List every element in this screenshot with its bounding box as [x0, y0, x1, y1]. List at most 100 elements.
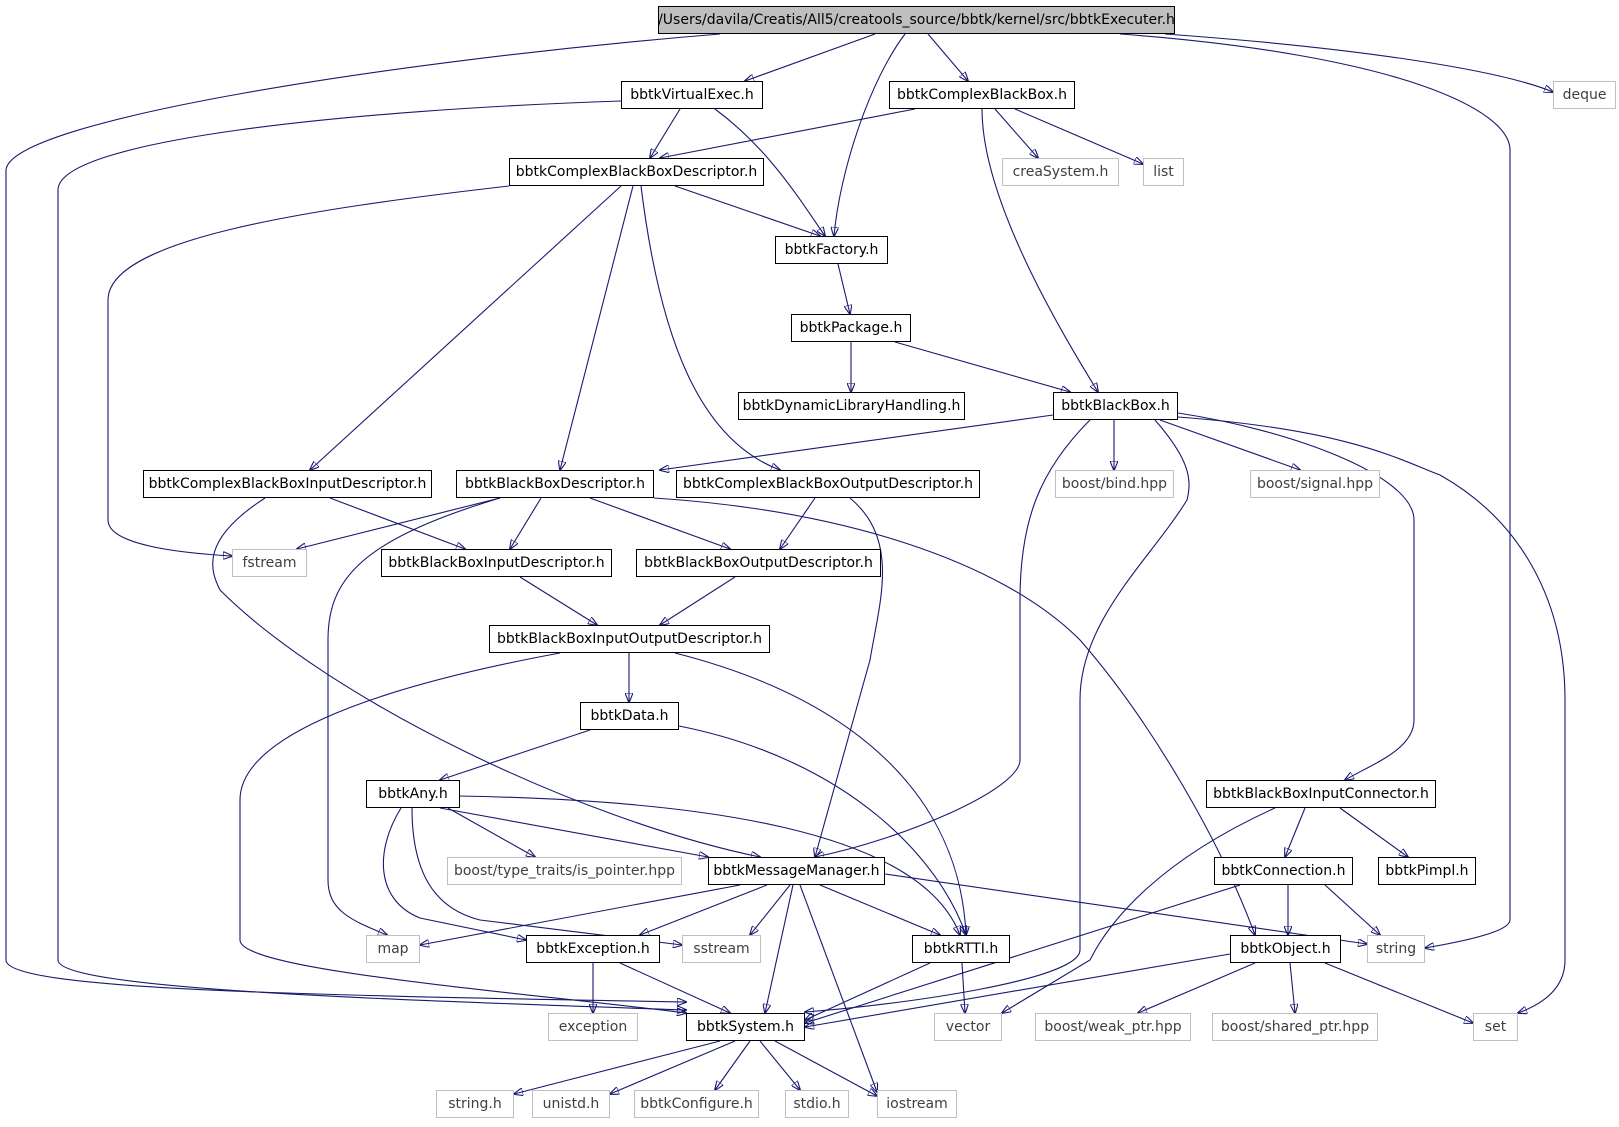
edge-factory-package [837, 263, 850, 314]
edge-rtti-vector [962, 962, 965, 1013]
node-bbtkvirtualexec[interactable]: bbtkVirtualExec.h [621, 81, 763, 109]
node-bbtksystem[interactable]: bbtkSystem.h [686, 1013, 805, 1041]
node-exception[interactable]: exception [548, 1013, 638, 1041]
edge-rtti-system [805, 962, 931, 1020]
node-boost-shared-ptr[interactable]: boost/shared_ptr.hpp [1212, 1013, 1378, 1041]
node-sstream[interactable]: sstream [682, 935, 761, 963]
node-fstream[interactable]: fstream [232, 549, 307, 577]
edge-root-string [1119, 33, 1511, 948]
node-bbtkconfigure[interactable]: bbtkConfigure.h [634, 1090, 759, 1118]
node-boost-type-traits[interactable]: boost/type_traits/is_pointer.hpp [447, 857, 682, 885]
edge-system-iostream [774, 1040, 877, 1096]
node-bbtkfactory[interactable]: bbtkFactory.h [775, 236, 888, 264]
node-bbtkrtti[interactable]: bbtkRTTI.h [912, 935, 1010, 963]
node-boost-weak-ptr[interactable]: boost/weak_ptr.hpp [1035, 1013, 1191, 1041]
edge-complexbb-creasystem [994, 108, 1038, 158]
edge-object-sharedptr [1289, 962, 1295, 1013]
edge-inputconnector-pimpl [1339, 807, 1408, 857]
edge-msgmanager-exception [640, 884, 768, 935]
edge-package-blackbox [894, 341, 1070, 392]
edge-bbiodesc-rtti [674, 652, 966, 935]
node-bbtkcomplexblackboxinputdescriptor[interactable]: bbtkComplexBlackBoxInputDescriptor.h [143, 470, 432, 498]
edge-blackbox-bbdesc [660, 414, 1054, 470]
node-deque[interactable]: deque [1553, 81, 1616, 109]
node-bbtkblackboxdescriptor[interactable]: bbtkBlackBoxDescriptor.h [456, 470, 654, 498]
edge-msgmanager-sstream [750, 884, 791, 935]
node-root-bbtkexecuter[interactable]: /Users/davila/Creatis/All5/creatools_sou… [658, 6, 1175, 34]
node-set[interactable]: set [1473, 1013, 1518, 1041]
node-bbtkexception[interactable]: bbtkException.h [526, 935, 660, 963]
edge-root-factory [834, 33, 906, 236]
node-boost-signal[interactable]: boost/signal.hpp [1250, 470, 1380, 498]
edge-data-any [440, 729, 591, 780]
edge-root-complexbb [927, 33, 968, 81]
edge-cbboutputdesc-msgmanager [815, 497, 884, 857]
node-bbtkdynamiclibraryhandling[interactable]: bbtkDynamicLibraryHandling.h [738, 392, 965, 420]
edge-blackbox-set [1177, 416, 1566, 1013]
node-bbtkconnection[interactable]: bbtkConnection.h [1214, 857, 1353, 885]
edge-bboutputdesc-bbiodesc [660, 576, 736, 625]
node-list[interactable]: list [1143, 158, 1184, 186]
edge-virtualexec-cbbdesc [650, 108, 681, 158]
edge-object-set [1324, 962, 1473, 1023]
edge-blackbox-msgmanager [815, 419, 1091, 857]
node-bbtkobject[interactable]: bbtkObject.h [1230, 935, 1341, 963]
node-creasystem[interactable]: creaSystem.h [1002, 158, 1119, 186]
node-bbtkblackboxinputdescriptor[interactable]: bbtkBlackBoxInputDescriptor.h [381, 549, 612, 577]
edge-any-rtti [457, 795, 960, 935]
edge-cbboutputdesc-bboutputdesc [780, 497, 816, 549]
node-vector[interactable]: vector [934, 1013, 1002, 1041]
edge-system-configure [715, 1040, 751, 1090]
node-iostream[interactable]: iostream [877, 1090, 957, 1118]
edge-complexbb-list [1014, 108, 1143, 164]
edge-blackbox-inputconnector [1177, 412, 1415, 780]
node-bbtkpackage[interactable]: bbtkPackage.h [791, 314, 911, 342]
node-string[interactable]: string [1367, 935, 1425, 963]
edge-bbiodesc-system [239, 652, 686, 1013]
edge-any-exception [382, 807, 526, 940]
edge-blackbox-boostsignal [1159, 419, 1300, 470]
edge-any-sstream [411, 807, 682, 945]
node-bbtkcomplexblackbox[interactable]: bbtkComplexBlackBox.h [889, 81, 1075, 109]
node-bbtkdata[interactable]: bbtkData.h [580, 702, 679, 730]
node-stdio[interactable]: stdio.h [785, 1090, 849, 1118]
edge-cbbinputdesc-msgmanager [212, 497, 760, 857]
edge-root-deque [1164, 33, 1553, 92]
node-bbtkany[interactable]: bbtkAny.h [366, 780, 460, 808]
edge-object-weakptr [1138, 962, 1256, 1013]
node-bbtkblackboxinputconnector[interactable]: bbtkBlackBoxInputConnector.h [1206, 780, 1436, 808]
edge-cbbdesc-factory [674, 185, 820, 236]
node-map[interactable]: map [366, 935, 420, 963]
edge-exception-system [619, 962, 730, 1013]
edge-bbdesc-object [653, 497, 1255, 935]
node-bbtkcomplexblackboxoutputdescriptor[interactable]: bbtkComplexBlackBoxOutputDescriptor.h [676, 470, 980, 498]
node-boost-bind[interactable]: boost/bind.hpp [1055, 470, 1174, 498]
edge-bbdesc-map [327, 497, 501, 935]
edge-cbbdesc-fstream [107, 185, 510, 556]
edge-object-system [805, 953, 1231, 1027]
edge-virtualexec-system [57, 100, 686, 1010]
edge-blackbox-system [805, 419, 1190, 1012]
edge-complexbb-blackbox [981, 108, 1098, 392]
node-bbtkblackboxoutputdescriptor[interactable]: bbtkBlackBoxOutputDescriptor.h [636, 549, 881, 577]
edge-system-stdio [759, 1040, 800, 1090]
edge-cbbinputdesc-bbinputdesc [329, 497, 465, 549]
node-bbtkblackbox[interactable]: bbtkBlackBox.h [1053, 392, 1178, 420]
edge-cbbdesc-cbboutputdesc [640, 185, 780, 470]
node-string-h[interactable]: string.h [436, 1090, 514, 1118]
edge-msgmanager-system [765, 884, 794, 1013]
node-unistd[interactable]: unistd.h [532, 1090, 610, 1118]
node-bbtkmessagemanager[interactable]: bbtkMessageManager.h [708, 857, 885, 885]
node-bbtkblackboxinputoutputdescriptor[interactable]: bbtkBlackBoxInputOutputDescriptor.h [489, 625, 770, 653]
node-bbtkcomplexblackboxdescriptor[interactable]: bbtkComplexBlackBoxDescriptor.h [509, 158, 764, 186]
edge-msgmanager-map [420, 884, 741, 945]
edge-connection-system [805, 884, 1241, 1023]
edge-root-virtualexec [745, 33, 876, 81]
edge-inputconnector-connection [1285, 807, 1306, 857]
edge-system-unistd [610, 1040, 736, 1094]
edge-complexbb-cbbdesc [660, 108, 916, 158]
edge-cbbdesc-bbdesc [560, 185, 634, 470]
node-bbtkpimpl[interactable]: bbtkPimpl.h [1378, 857, 1476, 885]
